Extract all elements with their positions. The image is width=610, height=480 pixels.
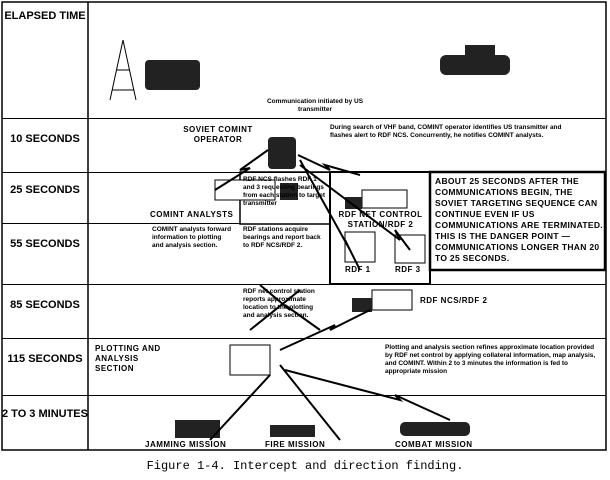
row-divider bbox=[2, 223, 240, 224]
initiated-label: Communication initiated by US transmitte… bbox=[266, 98, 364, 113]
rdf-ncs-van-icon bbox=[371, 289, 413, 311]
row-divider bbox=[2, 284, 606, 285]
plotting-van-icon bbox=[229, 344, 271, 376]
note-55s-left: COMINT analysts forward information to p… bbox=[152, 226, 232, 249]
time-115s: 115 SECONDS bbox=[7, 353, 83, 365]
row-divider bbox=[2, 395, 606, 396]
row-divider bbox=[2, 338, 606, 339]
transmission-arrows bbox=[209, 149, 451, 441]
row-divider bbox=[2, 172, 606, 173]
jamming-label: JAMMING MISSION bbox=[145, 440, 227, 449]
rdf1-label: RDF 1 bbox=[345, 265, 371, 274]
time-55s: 55 SECONDS bbox=[10, 238, 80, 250]
comint-analysts-label: COMINT ANALYSTS bbox=[150, 210, 234, 219]
time-header: ELAPSED TIME bbox=[4, 10, 86, 22]
figure-caption: Figure 1-4. Intercept and direction find… bbox=[146, 459, 464, 473]
rdf-ncs-rdf2-label: RDF NCS/RDF 2 bbox=[420, 296, 488, 305]
rdf1-van-icon bbox=[344, 231, 376, 263]
time-25s: 25 SECONDS bbox=[10, 184, 80, 196]
vehicle-icons bbox=[145, 45, 510, 438]
note-10s: During search of VHF band, COMINT operat… bbox=[330, 124, 562, 139]
time-10s: 10 SECONDS bbox=[10, 133, 80, 145]
rdf2-van-icon bbox=[361, 189, 408, 209]
time-2-3min: 2 TO 3 MINUTES bbox=[2, 408, 88, 420]
time-85s: 85 SECONDS bbox=[10, 299, 80, 311]
row-divider bbox=[2, 118, 606, 119]
antenna-tower-icon bbox=[109, 39, 137, 101]
note-115s: Plotting and analysis section refines ap… bbox=[385, 344, 596, 375]
soviet-operator-label: SOVIET COMINT OPERATOR bbox=[183, 125, 253, 144]
tank-icon bbox=[440, 55, 510, 75]
combat-label: COMBAT MISSION bbox=[395, 440, 473, 449]
artillery-icon bbox=[270, 425, 315, 437]
note-55s-right: RDF stations acquire bearings and report… bbox=[243, 226, 321, 249]
fire-label: FIRE MISSION bbox=[265, 440, 326, 449]
jamming-truck-icon bbox=[175, 420, 220, 438]
us-vehicle-icon bbox=[145, 60, 200, 90]
plotting-label: PLOTTING AND ANALYSIS SECTION bbox=[95, 344, 161, 373]
rdf-ncs-station-label: RDF NET CONTROL STATION/RDF 2 bbox=[338, 210, 423, 229]
danger-note: ABOUT 25 SECONDS AFTER THE COMMUNICATION… bbox=[435, 176, 603, 263]
note-25s: RDF NCS flashes RDF 1 and 3 requesting b… bbox=[243, 176, 325, 207]
rdf3-label: RDF 3 bbox=[395, 265, 421, 274]
note-85s: RDF net control station reports approxim… bbox=[243, 288, 315, 319]
combat-tank-icon bbox=[400, 422, 470, 436]
comint-van-icon bbox=[268, 137, 296, 169]
